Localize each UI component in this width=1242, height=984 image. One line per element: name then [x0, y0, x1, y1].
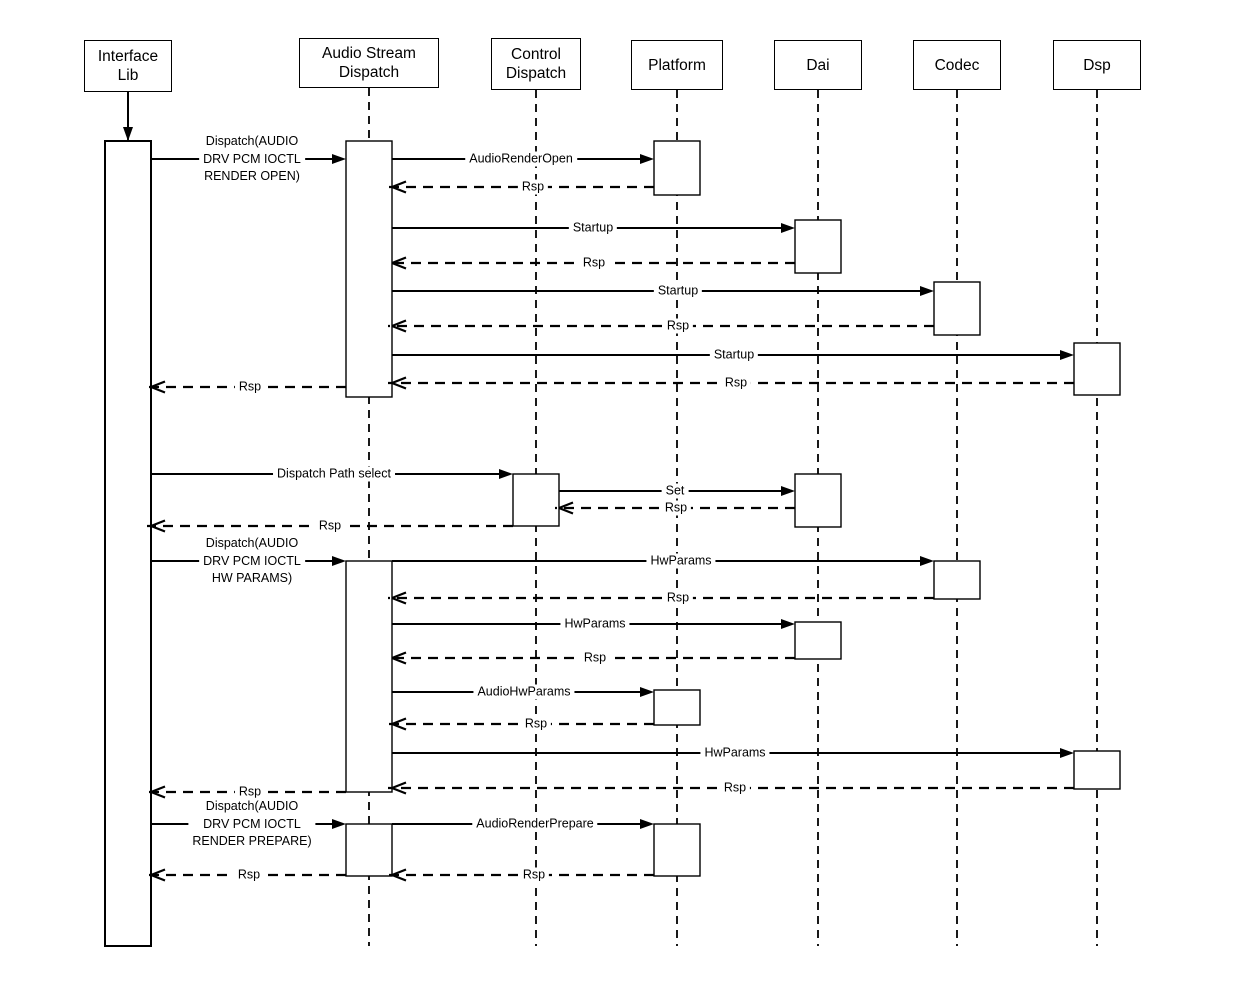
message-12-arrowhead [781, 486, 795, 496]
message-27 [391, 873, 407, 882]
message-12-label: Set [661, 483, 689, 499]
actor-asd: Audio Stream Dispatch [299, 38, 439, 88]
message-28 [150, 873, 166, 882]
activation-codec-1 [933, 281, 981, 336]
message-28 [150, 868, 166, 877]
message-22-arrowhead [1060, 748, 1074, 758]
activation-platform-1 [653, 140, 701, 196]
message-5 [391, 256, 407, 265]
activation-dsp-2 [1073, 750, 1121, 790]
message-8-arrowhead [1060, 350, 1074, 360]
message-17 [391, 591, 407, 600]
message-2-label: AudioRenderOpen [465, 151, 577, 167]
message-3 [391, 180, 407, 189]
actor-dai: Dai [774, 40, 862, 90]
message-15-arrowhead [332, 556, 346, 566]
message-16-label: HwParams [646, 553, 716, 569]
activation-dai-2 [794, 473, 842, 528]
message-1-arrowhead [332, 154, 346, 164]
message-27-label: Rsp [518, 867, 550, 883]
message-7-label: Rsp [662, 318, 694, 334]
activation-asd-3 [345, 823, 393, 877]
message-19 [391, 651, 407, 660]
actor-codec: Codec [913, 40, 1001, 90]
message-17-label: Rsp [662, 590, 694, 606]
message-28-label: Rsp [233, 867, 265, 883]
actor-control: Control Dispatch [491, 38, 581, 90]
message-3 [391, 185, 407, 194]
message-18-arrowhead [781, 619, 795, 629]
message-11-label: Dispatch Path select [273, 466, 395, 482]
message-8-label: Startup [709, 347, 759, 363]
message-10 [150, 385, 166, 394]
message-13-label: Rsp [660, 500, 692, 516]
message-18-label: HwParams [560, 616, 630, 632]
message-5 [391, 261, 407, 270]
message-7 [391, 324, 407, 333]
message-19 [391, 656, 407, 665]
message-27 [391, 868, 407, 877]
message-6-arrowhead [920, 286, 934, 296]
message-25-label: Dispatch(AUDIO DRV PCM IOCTL RENDER PREP… [188, 797, 316, 851]
message-3-label: Rsp [517, 179, 549, 195]
message-9 [391, 381, 407, 390]
actor-platform: Platform [631, 40, 723, 90]
message-20-label: AudioHwParams [473, 684, 575, 700]
activation-dsp-1 [1073, 342, 1121, 396]
actor-interface: Interface Lib [84, 40, 172, 92]
message-22-label: HwParams [700, 745, 770, 761]
message-21 [391, 722, 407, 731]
message-23 [391, 786, 407, 795]
activation-interface-bar [104, 140, 152, 947]
message-26-arrowhead [640, 819, 654, 829]
activation-platform-2 [653, 689, 701, 726]
message-1-label: Dispatch(AUDIO DRV PCM IOCTL RENDER OPEN… [199, 132, 305, 186]
start-arrowhead-interface [123, 127, 133, 141]
message-7 [391, 319, 407, 328]
message-10-label: Rsp [234, 379, 266, 395]
message-21-label: Rsp [520, 716, 552, 732]
message-13 [558, 501, 574, 510]
message-15-label: Dispatch(AUDIO DRV PCM IOCTL HW PARAMS) [199, 534, 305, 588]
message-24 [150, 790, 166, 799]
activation-control-1 [512, 473, 560, 527]
message-24-label: Rsp [234, 784, 266, 800]
activation-codec-2 [933, 560, 981, 600]
message-6-label: Startup [653, 283, 703, 299]
message-16-arrowhead [920, 556, 934, 566]
message-23 [391, 781, 407, 790]
message-14 [150, 524, 166, 533]
activation-dai-1 [794, 219, 842, 274]
activation-asd-1 [345, 140, 393, 398]
message-9 [391, 376, 407, 385]
message-4-label: Startup [568, 220, 618, 236]
message-24 [150, 785, 166, 794]
message-13 [558, 506, 574, 515]
message-5-label: Rsp [578, 255, 610, 271]
message-14 [150, 519, 166, 528]
message-17 [391, 596, 407, 605]
message-19-label: Rsp [579, 650, 611, 666]
message-26-label: AudioRenderPrepare [472, 816, 598, 832]
message-14-label: Rsp [314, 518, 346, 534]
message-10 [150, 380, 166, 389]
actor-dsp: Dsp [1053, 40, 1141, 90]
message-23-label: Rsp [719, 780, 751, 796]
activation-dai-3 [794, 621, 842, 660]
message-2-arrowhead [640, 154, 654, 164]
message-9-label: Rsp [720, 375, 752, 391]
message-21 [391, 717, 407, 726]
activation-platform-3 [653, 823, 701, 877]
message-11-arrowhead [499, 469, 513, 479]
message-4-arrowhead [781, 223, 795, 233]
message-20-arrowhead [640, 687, 654, 697]
message-25-arrowhead [332, 819, 346, 829]
activation-asd-2 [345, 560, 393, 793]
